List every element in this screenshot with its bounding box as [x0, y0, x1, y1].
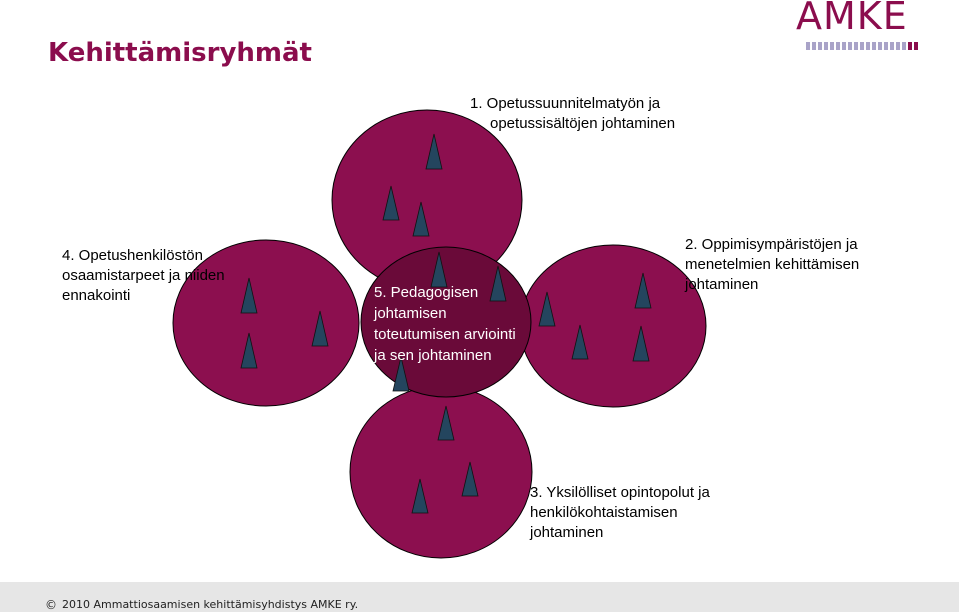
circle-group-3 — [349, 385, 533, 559]
marker-triangle — [392, 356, 410, 392]
footer-text: 2010 Ammattiosaamisen kehittämisyhdistys… — [62, 598, 359, 611]
marker-triangle — [311, 310, 329, 347]
marker-triangle — [632, 325, 650, 362]
circle-group-5 — [360, 246, 532, 398]
label-group-5: 5. Pedagogisen johtamisen toteutumisen a… — [374, 284, 516, 364]
marker-triangle — [538, 291, 556, 327]
label-group-1: 1. Opetussuunnitelmatyön ja opetussisält… — [470, 95, 676, 132]
logo-bars-icon — [806, 42, 918, 50]
marker-triangle — [634, 272, 652, 309]
marker-triangle — [240, 332, 258, 369]
marker-triangle — [240, 277, 258, 314]
marker-triangle — [461, 461, 479, 497]
marker-triangle — [411, 478, 429, 514]
marker-triangle — [437, 405, 455, 441]
amke-logo: AMKE — [796, 0, 908, 38]
label-group-2: 2. Oppimisympäristöjen ja menetelmien ke… — [685, 236, 860, 293]
marker-triangle — [571, 324, 589, 360]
marker-triangle — [430, 251, 448, 288]
development-groups-diagram — [172, 109, 707, 559]
marker-triangle — [425, 133, 443, 170]
marker-triangle — [489, 265, 507, 302]
footer-bar: © 2010 Ammattiosaamisen kehittämisyhdist… — [0, 582, 959, 612]
label-group-4: 4. Opetushenkilöstön osaamistarpeet ja n… — [62, 247, 225, 304]
marker-triangle — [382, 185, 400, 221]
circle-group-4 — [172, 239, 360, 407]
slide-title: Kehittämisryhmät — [48, 38, 312, 68]
marker-triangle — [412, 201, 430, 237]
copyright-icon: © — [45, 598, 57, 612]
label-group-3: 3. Yksilölliset opintopolut ja henkilöko… — [530, 484, 710, 541]
